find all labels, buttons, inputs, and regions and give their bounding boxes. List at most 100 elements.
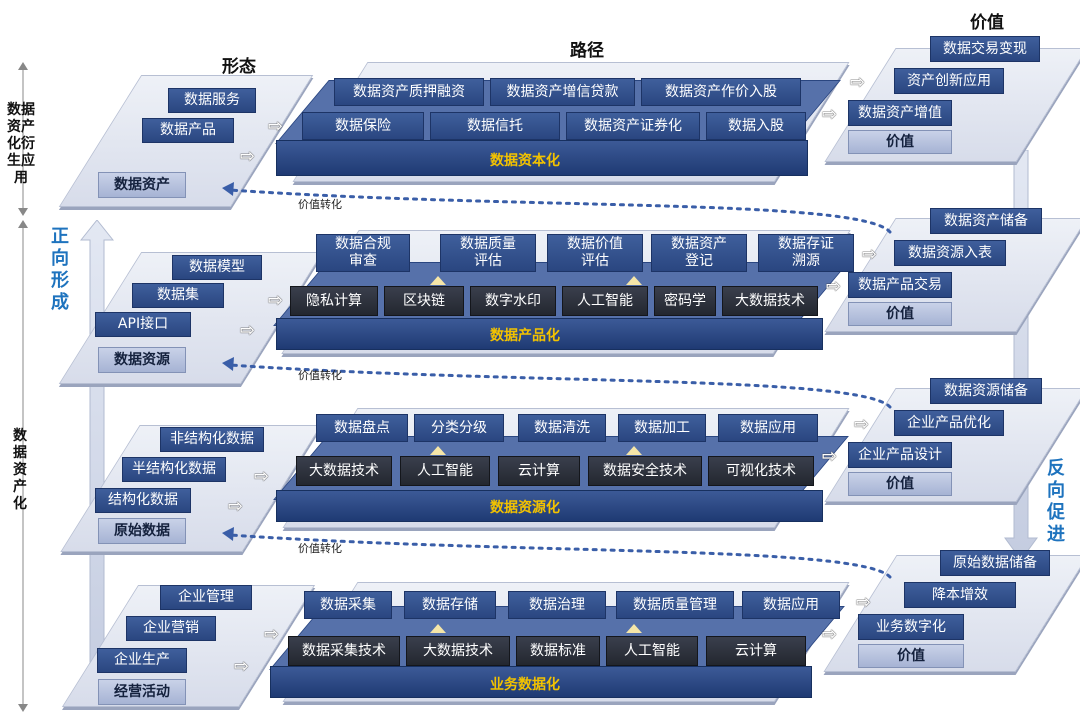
path-bottom-item: 隐私计算	[290, 286, 378, 316]
path-top-item: 数据价值 评估	[547, 234, 643, 272]
base-label: 业务数据化	[490, 677, 560, 693]
path-top-item: 数据资产增信贷款	[490, 78, 635, 106]
path-bottom-item: 数据资产证券化	[566, 112, 700, 140]
label-reverse: 反向促进	[1047, 458, 1065, 545]
form-item: 非结构化数据	[160, 427, 264, 452]
path-bottom-item: 数据安全技术	[588, 456, 702, 486]
path-top-item: 数据资产质押融资	[334, 78, 484, 106]
form-item: 数据产品	[142, 118, 234, 143]
value-transform-label: 价值转化	[298, 198, 342, 211]
value-item: 原始数据储备	[940, 550, 1050, 576]
form-base: 经营活动	[98, 679, 186, 705]
value-transform-arrow	[222, 357, 892, 409]
path-top-item: 数据资产作价入股	[641, 78, 801, 106]
path-bottom-item: 云计算	[498, 456, 580, 486]
value-item: 数据资产增值	[848, 100, 952, 126]
form-item: 半结构化数据	[122, 457, 226, 482]
path-bottom-item: 数字水印	[470, 286, 556, 316]
path-bottom-item: 大数据技术	[406, 636, 510, 666]
value-item: 业务数字化	[858, 614, 964, 640]
value-item: 数据资源入表	[894, 240, 1006, 266]
base-label: 数据产品化	[490, 328, 560, 344]
value-item: 企业产品优化	[894, 410, 1004, 436]
label-assetization: 数据资产化	[13, 428, 27, 512]
value-transform-arrow	[222, 527, 892, 579]
path-bottom-item: 人工智能	[606, 636, 698, 666]
arrow-up-icon	[626, 276, 642, 285]
path-top-item: 数据存证 溯源	[758, 234, 854, 272]
arrow-right-icon: ⇨	[240, 320, 256, 341]
arrow-right-icon: ⇨	[264, 624, 280, 645]
path-top-item: 数据治理	[508, 591, 606, 619]
path-bottom-item: 可视化技术	[708, 456, 814, 486]
path-top-item: 分类分级	[414, 414, 504, 442]
arrow-right-icon: ⇨	[268, 116, 284, 137]
arrow-up-icon	[626, 624, 642, 633]
base-block	[270, 666, 812, 698]
header-value: 价值	[970, 13, 1004, 33]
path-bottom-item: 大数据技术	[296, 456, 392, 486]
base-block	[276, 490, 823, 522]
path-top-item: 数据盘点	[316, 414, 408, 442]
value-item: 企业产品设计	[848, 442, 952, 468]
forward-arrow	[80, 220, 114, 700]
value-item: 数据资产储备	[930, 208, 1042, 234]
arrow-right-icon: ⇨	[268, 290, 284, 311]
path-bottom-item: 大数据技术	[722, 286, 818, 316]
path-bottom-item: 数据入股	[706, 112, 806, 140]
arrow-right-icon: ⇨	[240, 146, 256, 167]
arrow-up-icon	[626, 446, 642, 455]
arrow-up-icon	[430, 446, 446, 455]
value-transform-label: 价值转化	[298, 369, 342, 382]
form-item: 结构化数据	[95, 488, 191, 513]
base-label: 数据资源化	[490, 500, 560, 516]
path-top-item: 数据合规 审查	[316, 234, 410, 272]
path-top-item: 数据应用	[718, 414, 818, 442]
value-transform-label: 价值转化	[298, 542, 342, 555]
path-top-item: 数据采集	[304, 591, 392, 619]
path-bottom-item: 数据采集技术	[288, 636, 400, 666]
path-top-item: 数据加工	[618, 414, 706, 442]
form-item: 企业营销	[126, 616, 216, 641]
path-bottom-item: 区块链	[384, 286, 464, 316]
label-derivative: 数据资产化衍生应用	[7, 102, 35, 186]
form-item: 数据集	[132, 283, 224, 308]
header-form: 形态	[222, 57, 256, 77]
path-top-item: 数据应用	[742, 591, 840, 619]
arrow-right-icon: ⇨	[228, 496, 244, 517]
form-item: API接口	[95, 312, 191, 337]
form-base: 数据资产	[98, 172, 186, 198]
base-block	[276, 318, 823, 350]
arrow-up-icon	[430, 624, 446, 633]
form-base: 数据资源	[98, 347, 186, 373]
value-base: 价值	[858, 644, 964, 668]
value-item: 降本增效	[904, 582, 1016, 608]
value-item: 数据产品交易	[848, 272, 952, 298]
path-bottom-item: 数据保险	[302, 112, 424, 140]
path-bottom-item: 人工智能	[400, 456, 490, 486]
path-top-item: 数据清洗	[518, 414, 606, 442]
form-item: 数据模型	[172, 255, 262, 280]
arrow-right-icon: ⇨	[850, 72, 866, 93]
arrow-right-icon: ⇨	[822, 624, 838, 645]
arrow-right-icon: ⇨	[862, 244, 878, 265]
value-item: 数据资源储备	[930, 378, 1042, 404]
arrow-right-icon: ⇨	[856, 592, 872, 613]
form-item: 数据服务	[168, 88, 256, 113]
arrow-right-icon: ⇨	[822, 446, 838, 467]
path-bottom-item: 人工智能	[562, 286, 648, 316]
value-item: 资产创新应用	[894, 68, 1004, 94]
path-top-item: 数据资产 登记	[651, 234, 747, 272]
arrow-right-icon: ⇨	[854, 414, 870, 435]
arrow-right-icon: ⇨	[254, 466, 270, 487]
label-forward: 正向形成	[51, 226, 69, 313]
form-item: 企业管理	[160, 585, 252, 610]
arrow-right-icon: ⇨	[822, 104, 838, 125]
path-bottom-item: 数据标准	[516, 636, 600, 666]
path-bottom-item: 密码学	[654, 286, 716, 316]
path-top-item: 数据质量管理	[616, 591, 734, 619]
path-bottom-item: 云计算	[706, 636, 806, 666]
base-label: 数据资本化	[490, 153, 560, 169]
left-axis	[18, 62, 28, 712]
path-bottom-item: 数据信托	[430, 112, 560, 140]
